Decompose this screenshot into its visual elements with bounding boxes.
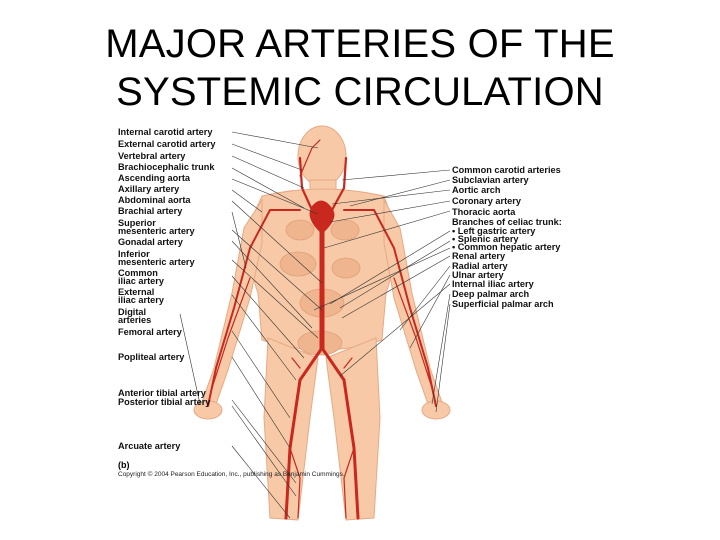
label-renal-artery: Renal artery	[452, 251, 506, 261]
label-anterior-tibial-artery: Anterior tibial artery	[118, 388, 206, 398]
label-thoracic-aorta: Thoracic aorta	[452, 207, 516, 217]
label-ascending-aorta: Ascending aorta	[118, 173, 190, 183]
right-leader-lines	[313, 169, 451, 413]
label-subclavian-artery: Subclavian artery	[452, 175, 529, 185]
arteries-figure: Internal carotid artery External carotid…	[0, 118, 720, 540]
label-internal-carotid-artery: Internal carotid artery	[118, 127, 213, 137]
label-arcuate-artery: Arcuate artery	[118, 441, 181, 451]
label-inferior: Inferior	[118, 249, 150, 259]
copyright-credit: Copyright © 2004 Pearson Education, Inc.…	[118, 471, 345, 478]
panel-letter: (b)	[118, 460, 130, 470]
label-superficial-palmar-arch: Superficial palmar arch	[452, 299, 554, 309]
label-brachiocephalic-trunk: Brachiocephalic trunk	[118, 162, 215, 172]
label-posterior-tibial-artery: Posterior tibial artery	[118, 397, 211, 407]
label-aortic-arch: Aortic arch	[452, 185, 501, 195]
label-gonadal-artery: Gonadal artery	[118, 237, 183, 247]
label-internal-iliac-artery: Internal iliac artery	[452, 279, 534, 289]
label-axillary-artery: Axillary artery	[118, 184, 180, 194]
left-leader-lines	[179, 131, 323, 519]
label-digital: Digital	[118, 307, 147, 317]
title-line-1: MAJOR ARTERIES OF THE	[105, 22, 615, 66]
label-vertebral-artery: Vertebral artery	[118, 151, 186, 161]
label-ulnar-artery: Ulnar artery	[452, 270, 504, 280]
label-common-carotid-arteries: Common carotid arteries	[452, 165, 561, 175]
label-left-gastric-artery: • Left gastric artery	[452, 226, 536, 236]
label-brachial-artery: Brachial artery	[118, 206, 183, 216]
heart	[309, 200, 335, 234]
label-popliteal-artery: Popliteal artery	[118, 352, 185, 362]
label-superior: Superior	[118, 218, 156, 228]
label-celiac-trunk-branches: Branches of celiac trunk:	[452, 217, 562, 227]
label-external-iliac: iliac artery	[118, 295, 164, 305]
label-deep-palmar-arch: Deep palmar arch	[452, 289, 530, 299]
label-superior-mesenteric: mesenteric artery	[118, 226, 195, 236]
label-coronary-artery: Coronary artery	[452, 196, 521, 206]
label-splenic-artery: • Splenic artery	[452, 234, 519, 244]
label-external-carotid-artery: External carotid artery	[118, 139, 216, 149]
label-common-iliac: iliac artery	[118, 276, 164, 286]
slide-title: MAJOR ARTERIES OF THE SYSTEMIC CIRCULATI…	[0, 20, 720, 116]
label-abdominal-aorta: Abdominal aorta	[118, 195, 191, 205]
label-common-hepatic-artery: • Common hepatic artery	[452, 242, 561, 252]
label-external: External	[118, 287, 155, 297]
title-line-2: SYSTEMIC CIRCULATION	[116, 70, 604, 114]
label-digital-arteries: arteries	[118, 315, 152, 325]
label-inferior-mesenteric: mesenteric artery	[118, 257, 195, 267]
body-illustration	[179, 125, 451, 521]
label-common: Common	[118, 268, 158, 278]
label-radial-artery: Radial artery	[452, 261, 508, 271]
label-femoral-artery: Femoral artery	[118, 327, 182, 337]
